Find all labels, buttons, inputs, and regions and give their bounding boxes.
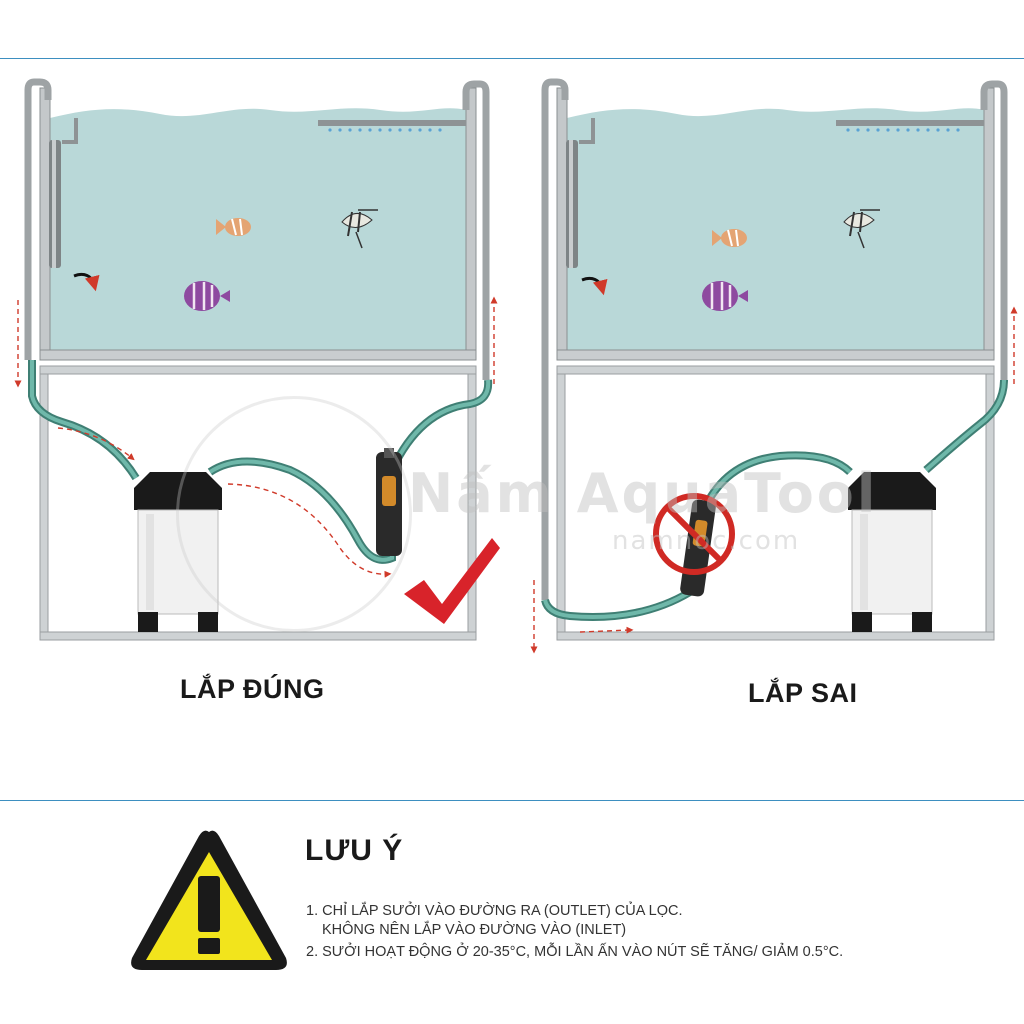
note-line-1: 1. CHỈ LẮP SƯỞI VÀO ĐƯỜNG RA (OUTLET) CỦ…: [306, 903, 683, 919]
tank-frame-left: [39, 87, 51, 361]
stand-left: [39, 365, 477, 641]
note-line-2: KHÔNG NÊN LẮP VÀO ĐƯỜNG VÀO (INLET): [322, 922, 627, 938]
fish-orange-left: [216, 218, 251, 236]
tank-water-right: [567, 108, 984, 351]
fish-purple-left: [184, 281, 230, 311]
checkmark-icon: [404, 538, 500, 624]
watermark-site: namnoc.com: [612, 526, 801, 556]
fish-angelfish-right: [843, 209, 880, 249]
wrong-setup-panel: [530, 78, 1018, 654]
prohibited-icon: [653, 493, 735, 575]
bottom-divider: [0, 800, 1024, 801]
fish-orange-right: [712, 229, 747, 247]
tank-water-left: [50, 108, 466, 351]
fish-purple-right: [702, 281, 748, 311]
note-line-3: 2. SƯỞI HOẠT ĐỘNG Ở 20-35°C, MỖI LẦN ẤN …: [306, 944, 844, 960]
correct-caption: LẮP ĐÚNG: [180, 674, 325, 704]
stand-right: [556, 365, 995, 641]
fish-angelfish-left: [341, 209, 378, 249]
intake-pipe-left: [24, 78, 78, 360]
watermark-logo: [176, 396, 412, 632]
diagram: [14, 78, 1018, 654]
top-divider: [0, 58, 1024, 59]
watermark-name: Nấm AquaTool: [408, 462, 879, 525]
spray-bar-left: [318, 80, 490, 380]
canister-filter-right: [848, 472, 936, 632]
spray-bar-right: [836, 80, 1008, 380]
warning-icon: [131, 830, 287, 970]
tank-frame-right: [556, 87, 568, 361]
wrong-caption: LẮP SAI: [748, 678, 858, 708]
note-title: LƯU Ý: [305, 834, 404, 867]
flow-arrows-right: [530, 306, 1018, 654]
intake-pipe-right: [541, 78, 595, 600]
